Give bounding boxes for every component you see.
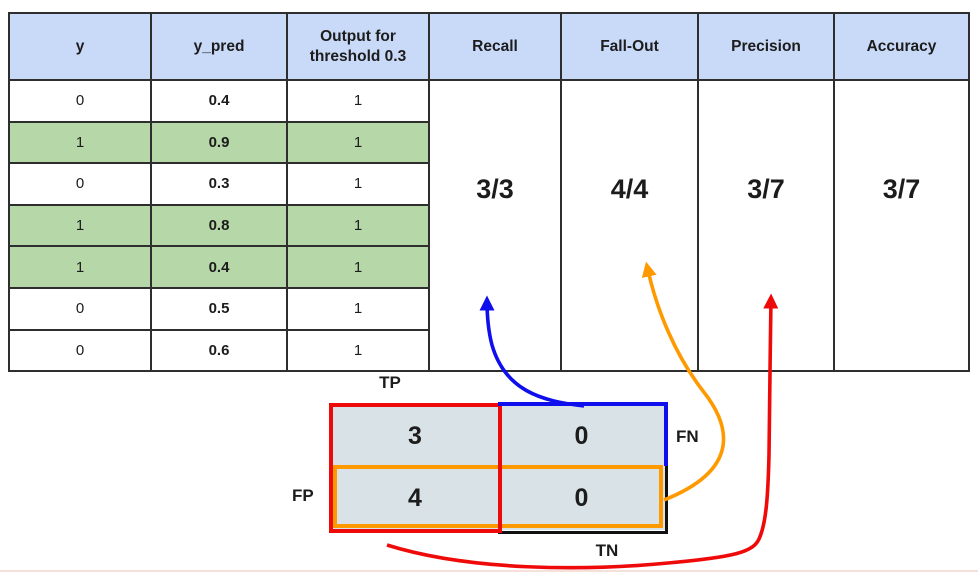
fp-cell: 4 bbox=[332, 466, 498, 530]
header-output-threshold: Output for threshold 0.3 bbox=[288, 14, 430, 81]
header-y-pred: y_pred bbox=[152, 14, 288, 81]
header-y: y bbox=[10, 14, 152, 81]
cell-y-pred: 0.3 bbox=[152, 164, 288, 206]
tp-label: TP bbox=[379, 373, 401, 392]
page-bottom-divider bbox=[0, 570, 978, 572]
tn-label: TN bbox=[595, 541, 619, 560]
accuracy-value: 3/7 bbox=[835, 81, 970, 373]
cell-output: 1 bbox=[288, 164, 430, 206]
cell-y: 0 bbox=[10, 330, 152, 373]
cell-y-pred: 0.4 bbox=[152, 247, 288, 289]
cell-y-pred: 0.9 bbox=[152, 122, 288, 165]
cell-y: 0 bbox=[10, 164, 152, 206]
header-recall: Recall bbox=[430, 14, 562, 81]
cell-y: 0 bbox=[10, 81, 152, 123]
cell-output: 1 bbox=[288, 288, 430, 331]
cell-output: 1 bbox=[288, 122, 430, 165]
fn-label: FN bbox=[676, 427, 699, 446]
cell-output: 1 bbox=[288, 205, 430, 248]
cell-y: 1 bbox=[10, 205, 152, 248]
cell-output: 1 bbox=[288, 330, 430, 373]
fn-cell: 0 bbox=[498, 406, 665, 466]
cell-y-pred: 0.4 bbox=[152, 81, 288, 123]
precision-value: 3/7 bbox=[699, 81, 835, 373]
cell-y: 0 bbox=[10, 288, 152, 331]
tn-cell: 0 bbox=[498, 466, 665, 530]
threshold-table: y y_pred Output for threshold 0.3 Recall… bbox=[8, 12, 970, 373]
cell-y-pred: 0.5 bbox=[152, 288, 288, 331]
cell-y-pred: 0.6 bbox=[152, 330, 288, 373]
cell-y: 1 bbox=[10, 122, 152, 165]
tp-cell: 3 bbox=[332, 406, 498, 466]
fp-label: FP bbox=[292, 486, 314, 505]
header-precision: Precision bbox=[699, 14, 835, 81]
cell-output: 1 bbox=[288, 247, 430, 289]
cell-output: 1 bbox=[288, 81, 430, 123]
cell-y: 1 bbox=[10, 247, 152, 289]
cell-y-pred: 0.8 bbox=[152, 205, 288, 248]
recall-value: 3/3 bbox=[430, 81, 562, 373]
fallout-value: 4/4 bbox=[562, 81, 699, 373]
header-fallout: Fall-Out bbox=[562, 14, 699, 81]
header-accuracy: Accuracy bbox=[835, 14, 970, 81]
